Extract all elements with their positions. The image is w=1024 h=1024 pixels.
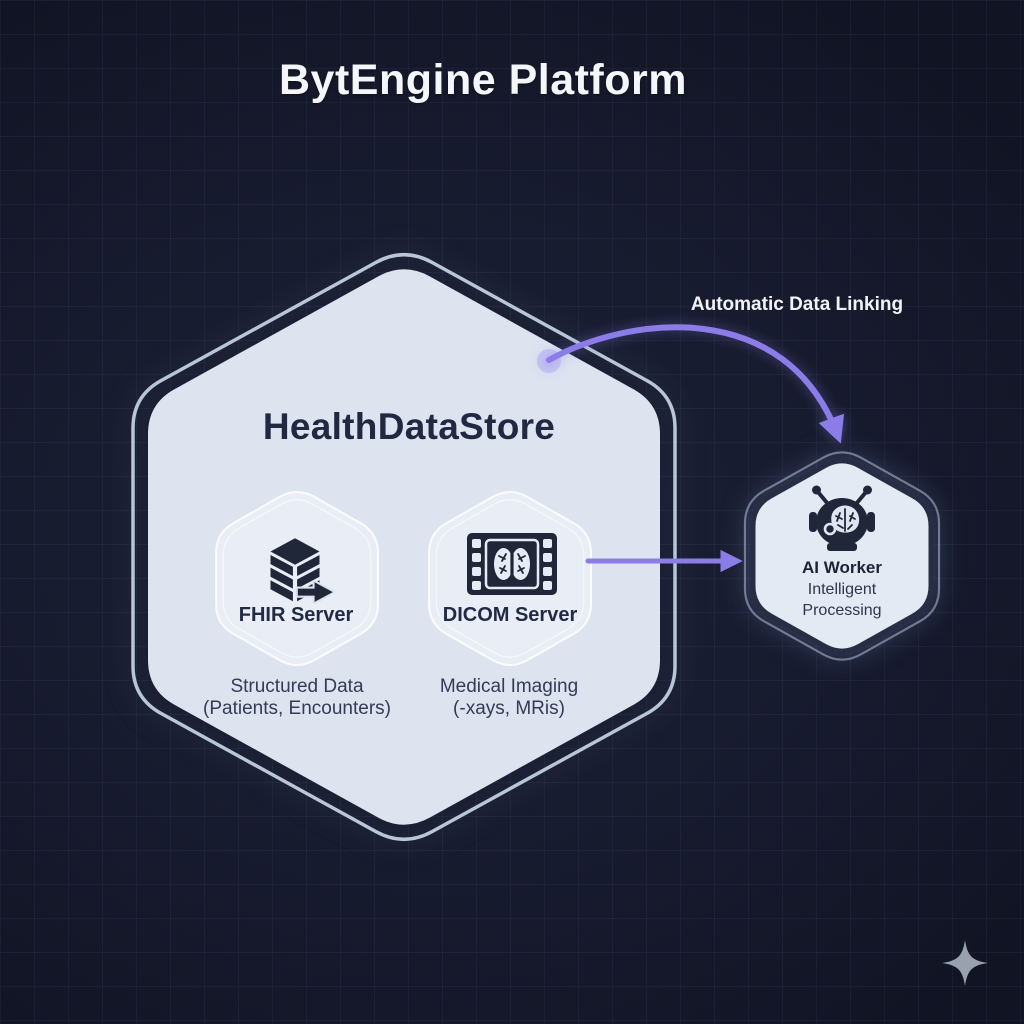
- automatic-data-linking-label: Automatic Data Linking: [690, 294, 904, 315]
- sparkle-icon: [942, 940, 988, 986]
- dicom-description-line2: (-xays, MRis): [453, 698, 565, 719]
- curved-arrow: [537, 324, 845, 444]
- dicom-server-label: DICOM Server: [442, 604, 578, 626]
- healthdatastore-hexagon-outline: [131, 252, 677, 842]
- page-title: BytEngine Platform: [279, 56, 687, 104]
- fhir-description-line2: (Patients, Encounters): [203, 698, 391, 719]
- robot-icon: [809, 485, 875, 551]
- fhir-server-node: [215, 490, 379, 667]
- ai-worker-title: AI Worker: [802, 558, 882, 577]
- fhir-description-line1: Structured Data: [230, 676, 364, 697]
- robot-brain-glyph: [831, 505, 860, 533]
- healthdatastore-hexagon: [148, 269, 660, 825]
- dicom-description-line1: Medical Imaging: [439, 676, 579, 697]
- xray-film-brain-icon: [467, 533, 557, 595]
- fhir-server-label: FHIR Server: [238, 604, 354, 626]
- ai-worker-subtitle: Intelligent Processing: [802, 581, 882, 619]
- brain-glyph: [494, 547, 530, 581]
- healthdatastore-title: HealthDataStore: [262, 406, 556, 447]
- ai-worker-node: [743, 451, 941, 661]
